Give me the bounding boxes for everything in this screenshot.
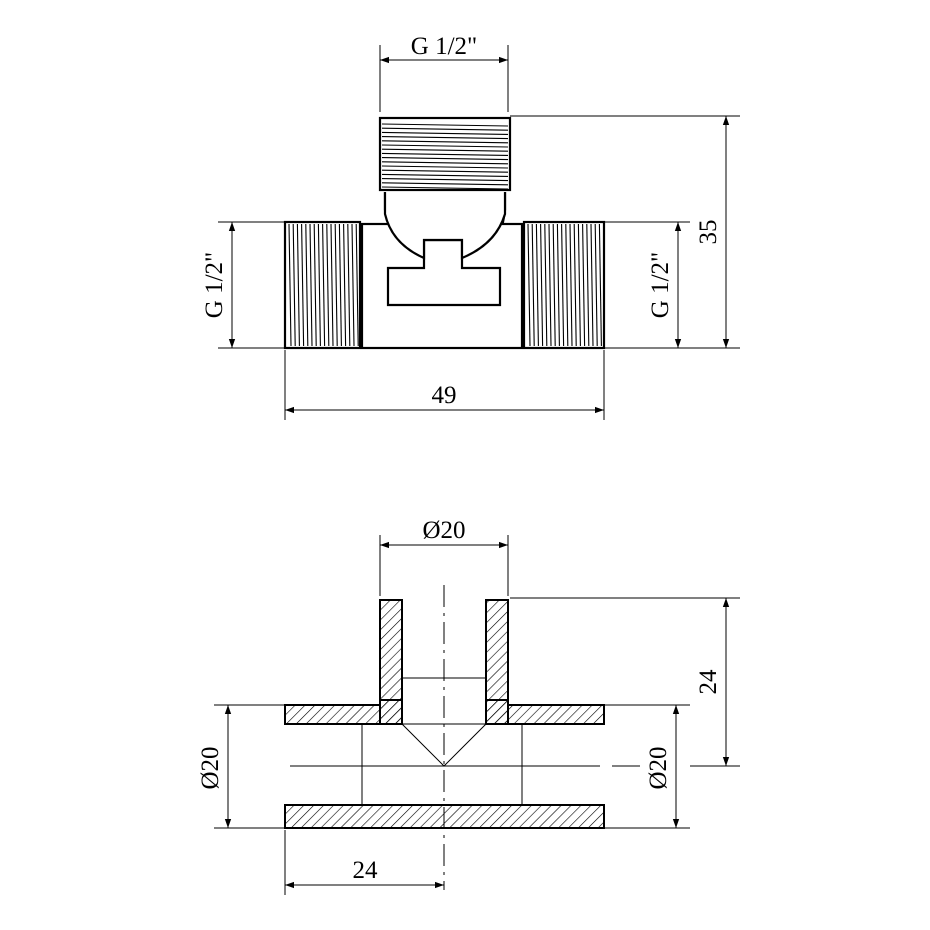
thread-ridge [381, 161, 509, 165]
thread-ridge [573, 223, 577, 347]
thread-ridge [313, 223, 317, 347]
section-height-label: 24 [695, 669, 722, 695]
thread-ridge [381, 144, 509, 148]
section-upper-wall-left [284, 699, 403, 725]
thread-ridge [527, 223, 531, 347]
thread-ridge [334, 223, 338, 347]
left-thread-label: G 1/2" [201, 252, 228, 318]
thread-ridge [586, 223, 590, 347]
thread-ridge [535, 223, 539, 347]
thread-ridge [598, 223, 602, 347]
thread-ridge [381, 178, 509, 182]
thread-ridge [556, 223, 560, 347]
thread-ridge [381, 173, 509, 177]
front-view: G 1/2" G 1/2" G 1/2" 35 49 [201, 33, 740, 420]
section-upper-wall-right [485, 699, 605, 725]
section-view: Ø20 Ø20 Ø20 24 24 [197, 517, 740, 895]
thread-ridge [305, 223, 309, 347]
right-diameter-label: Ø20 [645, 746, 672, 789]
thread-ridge [326, 223, 330, 347]
thread-ridge [561, 223, 565, 347]
thread-ridge [381, 131, 509, 135]
thread-ridge [296, 223, 300, 347]
thread-ridge [548, 223, 552, 347]
thread-ridge [381, 186, 509, 190]
thread-ridge [531, 223, 535, 347]
half-length-label: 24 [353, 857, 379, 884]
thread-ridge [288, 223, 292, 347]
thread-ridge [569, 223, 573, 347]
thread-ridge [540, 223, 544, 347]
thread-ridge [347, 223, 351, 347]
left-thread [283, 220, 362, 350]
thread-ridge [594, 223, 598, 347]
thread-ridge [301, 223, 305, 347]
thread-ridge [381, 148, 509, 152]
thread-ridge [552, 223, 556, 347]
thread-ridge [381, 136, 509, 140]
thread-ridge [381, 157, 509, 161]
thread-ridge [330, 223, 334, 347]
neck-outline [383, 192, 507, 260]
thread-ridge [322, 223, 326, 347]
thread-ridge [381, 127, 509, 131]
top-thread [378, 116, 512, 192]
thread-ridge [565, 223, 569, 347]
thread-ridge [582, 223, 586, 347]
thread-ridge [343, 223, 347, 347]
thread-ridge [590, 223, 594, 347]
thread-ridge [381, 182, 509, 186]
right-thread-label: G 1/2" [647, 252, 674, 318]
thread-ridge [381, 123, 509, 127]
height-label: 35 [695, 220, 722, 245]
thread-ridge [577, 223, 581, 347]
thread-ridge [351, 223, 355, 347]
left-diameter-label: Ø20 [197, 746, 224, 789]
thread-ridge [381, 152, 509, 156]
thread-ridge [338, 223, 342, 347]
width-label: 49 [432, 382, 457, 409]
right-thread [522, 220, 606, 350]
top-thread-label: G 1/2" [411, 33, 477, 60]
thread-ridge [381, 165, 509, 169]
thread-ridge [381, 169, 509, 173]
thread-ridge [381, 140, 509, 144]
top-diameter-label: Ø20 [422, 517, 465, 544]
thread-ridge [544, 223, 548, 347]
thread-ridge [309, 223, 313, 347]
thread-ridge [292, 223, 296, 347]
thread-ridge [355, 223, 359, 347]
thread-ridge [317, 223, 321, 347]
